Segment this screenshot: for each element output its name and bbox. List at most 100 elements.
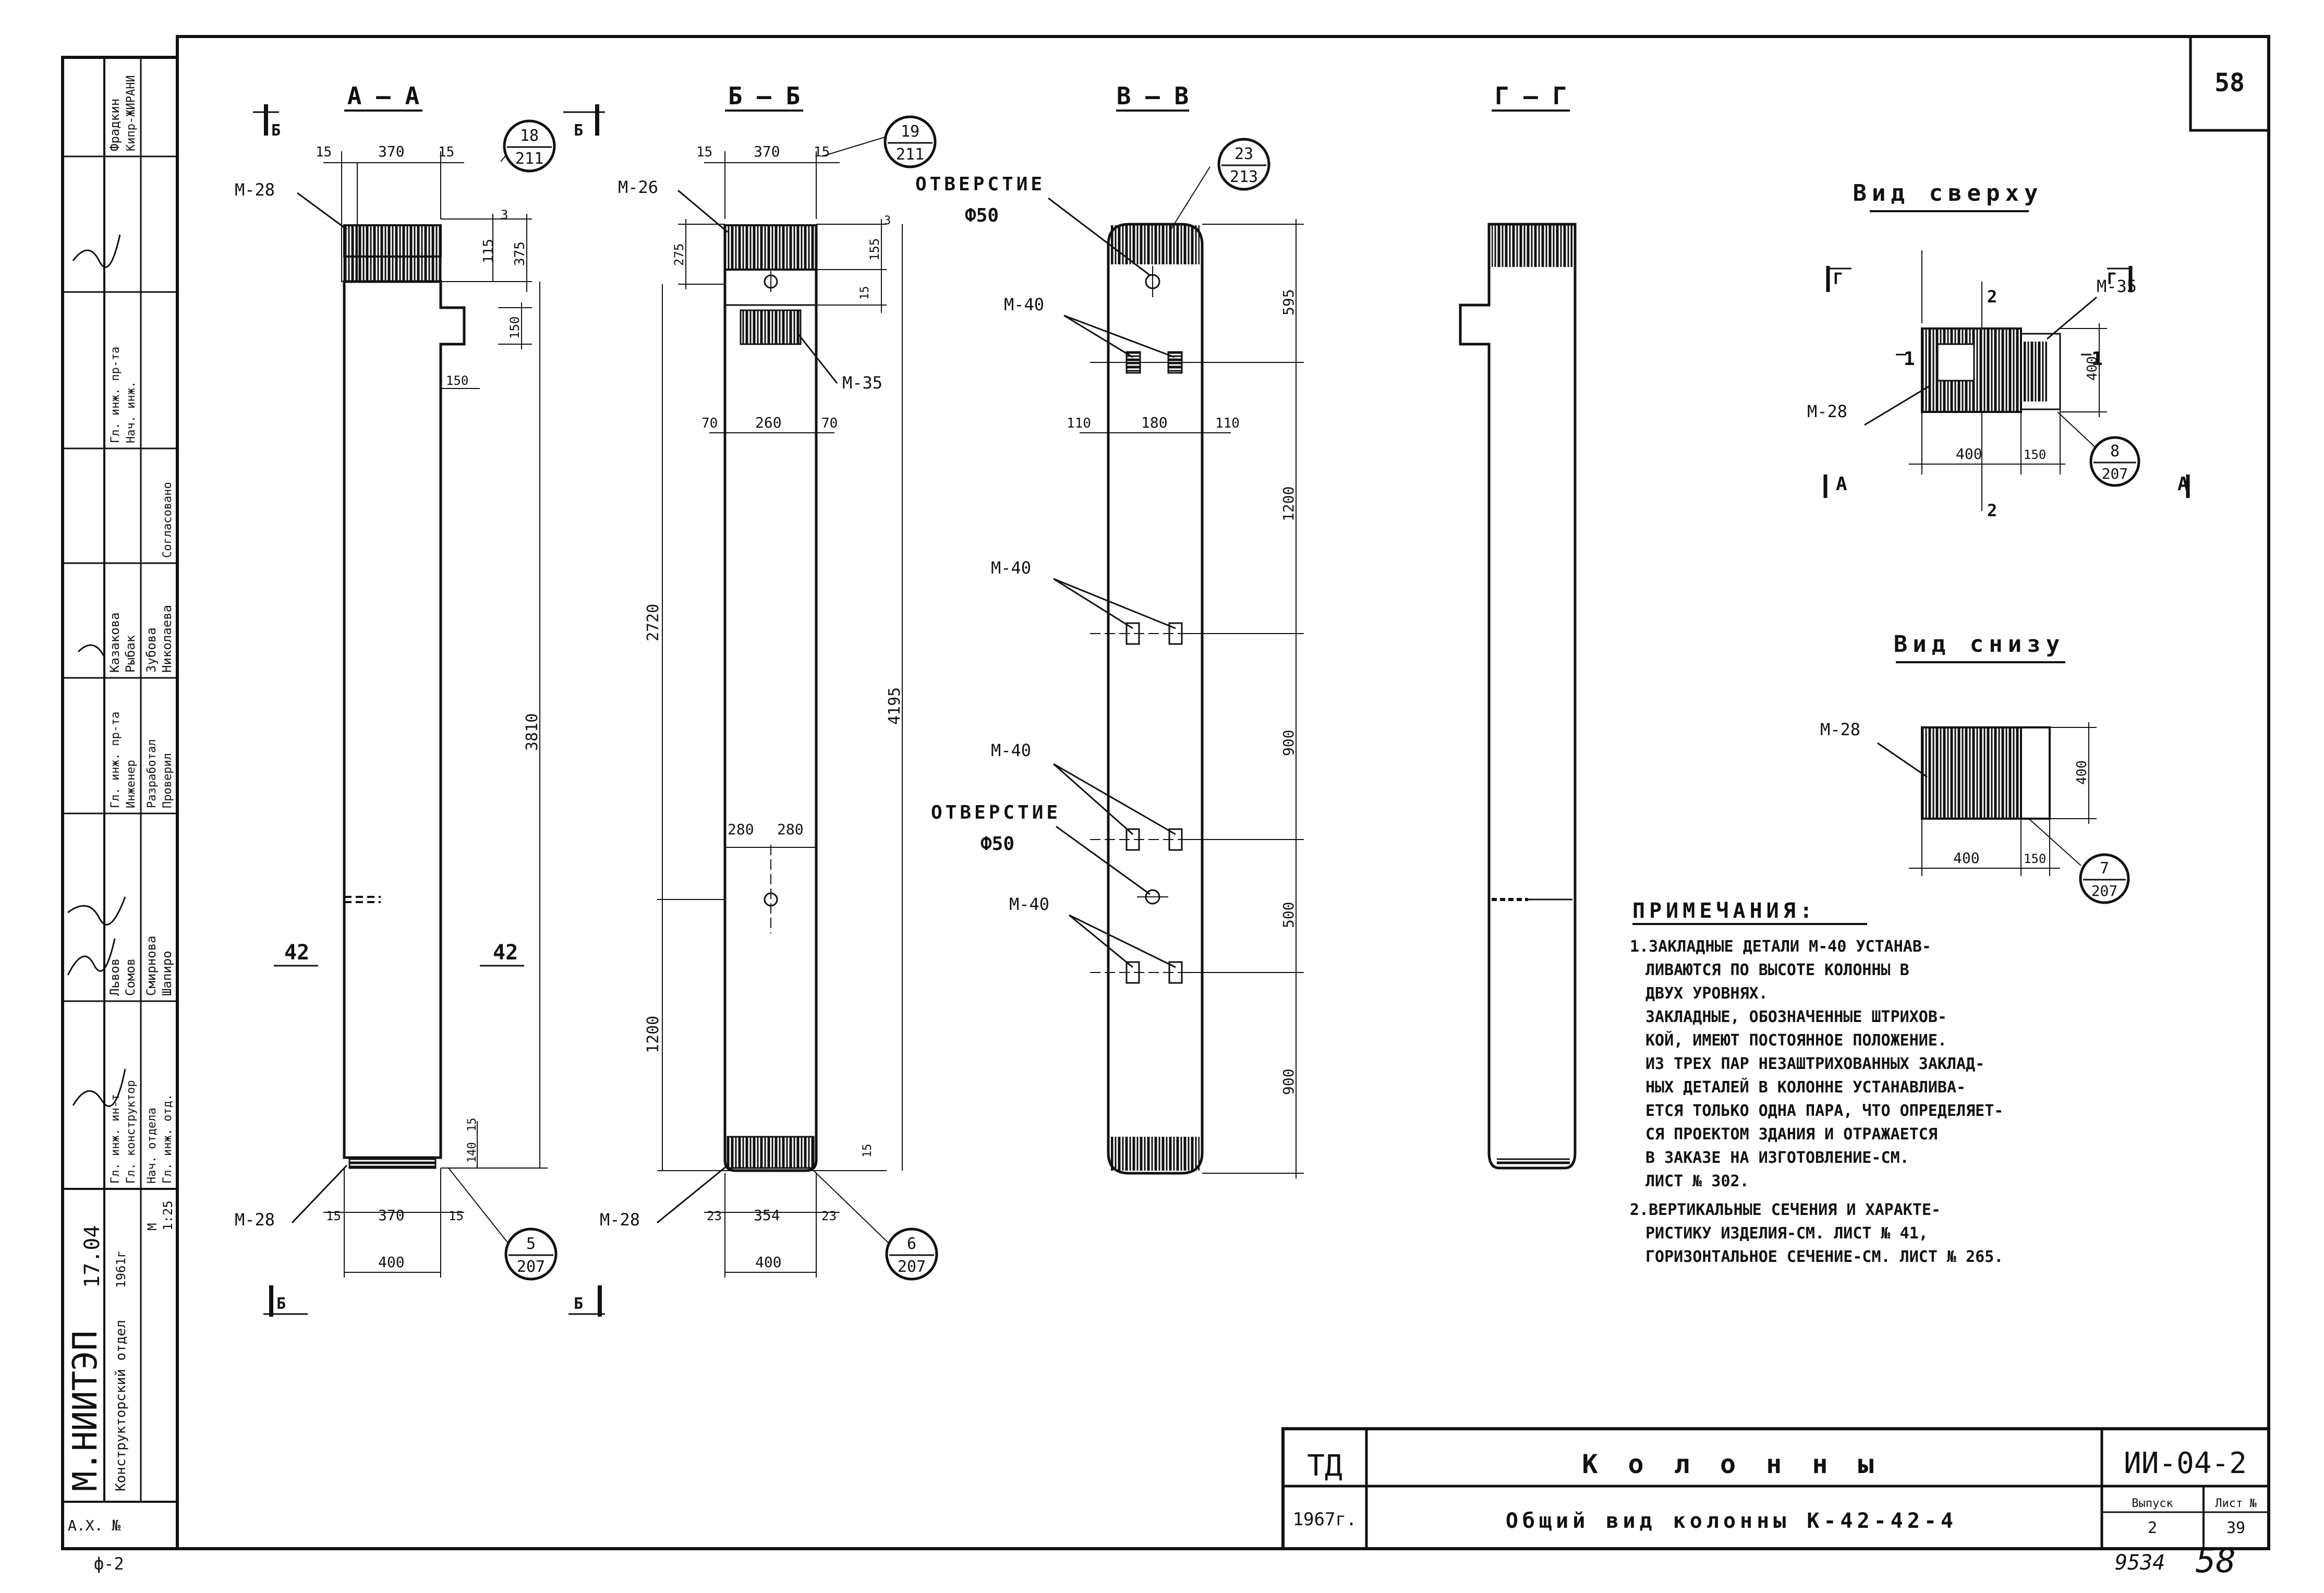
top-view-mark-2-top: 2 [1987, 287, 1997, 307]
stamp-name-4: Шапиро [160, 951, 174, 996]
vv-label-phi50-mid: Ф50 [981, 833, 1014, 855]
stamp-axn: А.Х. № [68, 1517, 120, 1534]
stamp-role-1: Гл. инж. ин-т [109, 1094, 122, 1184]
vv-bottom-plate [1111, 1137, 1200, 1171]
stamp-year: 1961г [114, 1250, 128, 1288]
top-view-mark-2-bottom: 2 [1987, 501, 1997, 520]
stamp-date: 17.04 [80, 1225, 104, 1288]
aa-bottom-dim-370: 370 [378, 1207, 405, 1224]
vv-callout-top-den: 213 [1230, 168, 1258, 186]
bb-embedded-m26 [724, 224, 817, 271]
bb-dim-275: 275 [672, 244, 686, 266]
sheet-number-box [2189, 35, 2270, 132]
stamp-role-5: Гл. инж. пр-та [109, 712, 122, 808]
bb-dim-70-left: 70 [701, 416, 718, 431]
note-line-10: В ЗАКАЗЕ НА ИЗГОТОВЛЕНИЕ-СМ. [1645, 1149, 1909, 1167]
stamp-name-3: Смирнова [144, 935, 159, 996]
stamp-name-7: Зубова [144, 627, 159, 673]
vv-dim-900b: 900 [1280, 1068, 1297, 1095]
stamp-name-2: Сомов [123, 958, 138, 996]
top-view-mark-1-left: 1 [1904, 348, 1915, 370]
side-stamp: М.НИИТЭП Конструкторский отдел 17.04 196… [61, 56, 179, 1550]
bb-dim-15: 15 [858, 286, 872, 300]
section-bb: Б — Б М-26 М-35 М-28 15 370 15 275 155 3… [600, 82, 938, 1281]
vv-top-plate [1111, 225, 1200, 264]
aa-dim-15-right: 15 [438, 144, 454, 160]
vv-label-m40-2: М-40 [991, 558, 1031, 578]
top-view: Вид сверху 1 1 Г Г 2 2 А А М-28 М-35 400… [1807, 180, 2190, 520]
aa-bottom-dim-15-right: 15 [449, 1209, 464, 1223]
aa-label-42-right: 42 [493, 941, 518, 965]
title-block-title: К о л о н н ы [1582, 1449, 1881, 1479]
stamp-m: М [145, 1223, 160, 1231]
stamp-role-11: Согласовано [161, 482, 174, 558]
aa-dim-150: 150 [507, 317, 522, 339]
stamp-role-2: Гл. конструктор [125, 1080, 138, 1184]
stamp-scale: 1:25 [161, 1200, 175, 1231]
bb-label-m35: М-35 [842, 373, 882, 393]
bottom-view-body [1921, 726, 2022, 820]
bb-dim-1200: 1200 [644, 1016, 662, 1053]
top-view-label-m28: М-28 [1807, 402, 1847, 421]
title-block-list: 39 [2226, 1519, 2245, 1537]
aa-callout-bottom-den: 207 [517, 1258, 545, 1276]
footer-format: ф-2 [94, 1554, 124, 1574]
vv-column-outline [1107, 223, 1204, 1175]
section-vv: В — В ОТВЕРСТИЕ Ф50 М-40 М-40 М-40 ОТВЕР… [915, 82, 1304, 1178]
bottom-view: Вид снизу М-28 400 150 400 7 207 [1820, 631, 2130, 904]
bb-callout-bottom-den: 207 [898, 1258, 926, 1276]
stamp-role-3: Нач. отдела [146, 1108, 159, 1184]
stamp-dept: Конструкторский отдел [113, 1320, 129, 1491]
bottom-view-dim-400: 400 [1953, 849, 1980, 867]
top-view-mark-1-right: 1 [2091, 348, 2103, 370]
aa-dim-370: 370 [378, 143, 405, 160]
vv-dim-900: 900 [1280, 729, 1297, 756]
stamp-name-10: Кипр-ЖИРАНИ [125, 75, 138, 151]
section-vv-title: В — В [1117, 82, 1189, 110]
stamp-role-6: Инженер [125, 760, 138, 808]
bb-callout-bottom [885, 1227, 938, 1281]
note-line-6: ИЗ ТРЕХ ПАР НЕЗАШТРИХОВАННЫХ ЗАКЛАД- [1645, 1055, 1984, 1073]
footer-page: 58 [2196, 1542, 2236, 1580]
vv-callout-top [1217, 138, 1270, 191]
bb-callout-bottom-num: 6 [907, 1235, 916, 1253]
top-view-dim-400: 400 [1956, 445, 1982, 463]
bb-dim-3: 3 [884, 214, 891, 227]
stamp-name-6: Рыбак [123, 635, 138, 673]
vv-label-opening-mid: ОТВЕРСТИЕ [931, 802, 1061, 823]
bb-bottom-dim-400: 400 [755, 1254, 782, 1271]
aa-cut-mark-tl: Б [271, 121, 281, 140]
top-view-callout-den: 207 [2102, 465, 2128, 482]
gg-bottom-plate [1497, 1158, 1570, 1165]
top-view-dim-h400: 400 [2085, 356, 2100, 381]
footer-stamp: 9534 [2115, 1551, 2165, 1575]
aa-label-m28-bottom: М-28 [235, 1210, 275, 1230]
stamp-name-1: Львов [107, 958, 122, 996]
aa-callout-bottom-num: 5 [526, 1235, 536, 1253]
note-line-5: КОЙ, ИМЕЮТ ПОСТОЯННОЕ ПОЛОЖЕНИЕ. [1645, 1031, 1947, 1050]
aa-bottom-dim-15-left: 15 [326, 1209, 341, 1223]
aa-callout-top-den: 211 [515, 150, 543, 168]
note-line-7: НЫХ ДЕТАЛЕЙ В КОЛОННЕ УСТАНАВЛИВА- [1645, 1078, 1966, 1097]
bb-callout-top [883, 115, 937, 168]
bb-label-m26: М-26 [618, 177, 658, 197]
bb-dim-155: 155 [867, 238, 882, 261]
vv-dim-1200: 1200 [1280, 487, 1297, 521]
top-view-callout [2089, 436, 2140, 487]
bottom-view-title: Вид снизу [1894, 631, 2065, 658]
bb-bottom-plate [727, 1136, 815, 1169]
stamp-role-9: Гл. инж. пр-та [109, 347, 122, 443]
aa-dim-375: 375 [512, 241, 528, 266]
title-block-year: 1967г. [1293, 1509, 1357, 1530]
note-line-9: СЯ ПРОЕКТОМ ЗДАНИЯ И ОТРАЖАЕТСЯ [1645, 1125, 1938, 1144]
bb-dim-280a: 280 [728, 821, 754, 838]
bb-embedded-m35 [740, 309, 802, 345]
section-gg-title: Г — Г [1495, 82, 1567, 110]
aa-label-42-left: 42 [284, 941, 309, 965]
vv-dim-180: 180 [1141, 414, 1168, 431]
vv-dim-110-right: 110 [1215, 416, 1240, 431]
bb-dim-260: 260 [755, 414, 782, 431]
note-line-1: 1.ЗАКЛАДНЫЕ ДЕТАЛИ М-40 УСТАНАВ- [1630, 938, 1931, 956]
aa-dim-140: 140 [466, 1142, 479, 1163]
